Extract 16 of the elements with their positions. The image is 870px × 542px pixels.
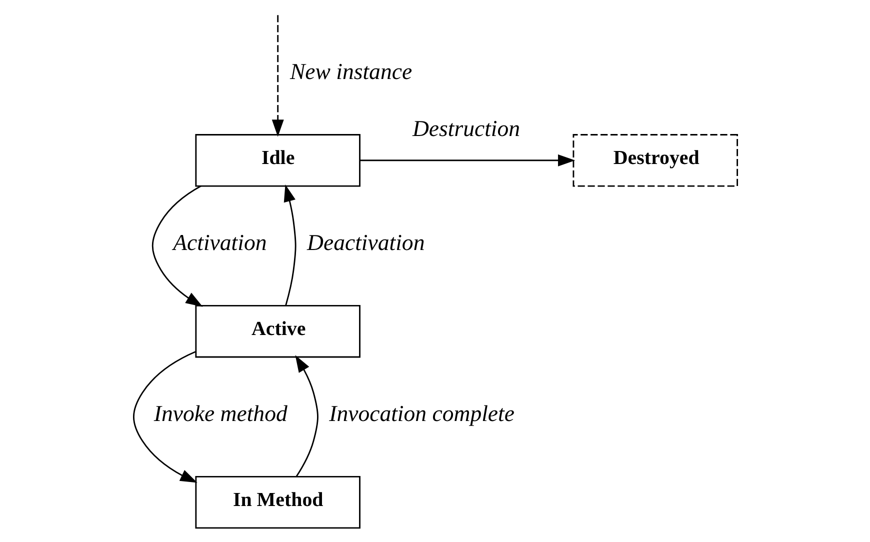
arrow — [271, 15, 284, 137]
arrow — [359, 154, 575, 166]
node-box: Idle — [194, 134, 360, 187]
edge-label: Invocation complete — [328, 400, 514, 426]
arrow — [151, 185, 202, 307]
arrow — [132, 351, 197, 483]
node-box: Destroyed — [572, 134, 738, 187]
node-box: In Method — [194, 476, 360, 529]
edge-label: Activation — [172, 230, 266, 255]
edge-label: Destruction — [412, 116, 520, 141]
node-box: Active — [194, 305, 360, 358]
edge-label: Deactivation — [306, 230, 424, 255]
arrow — [294, 355, 318, 478]
edge-label: New instance — [289, 58, 412, 84]
arrow — [283, 184, 296, 306]
edge-label: Invoke method — [153, 400, 287, 426]
